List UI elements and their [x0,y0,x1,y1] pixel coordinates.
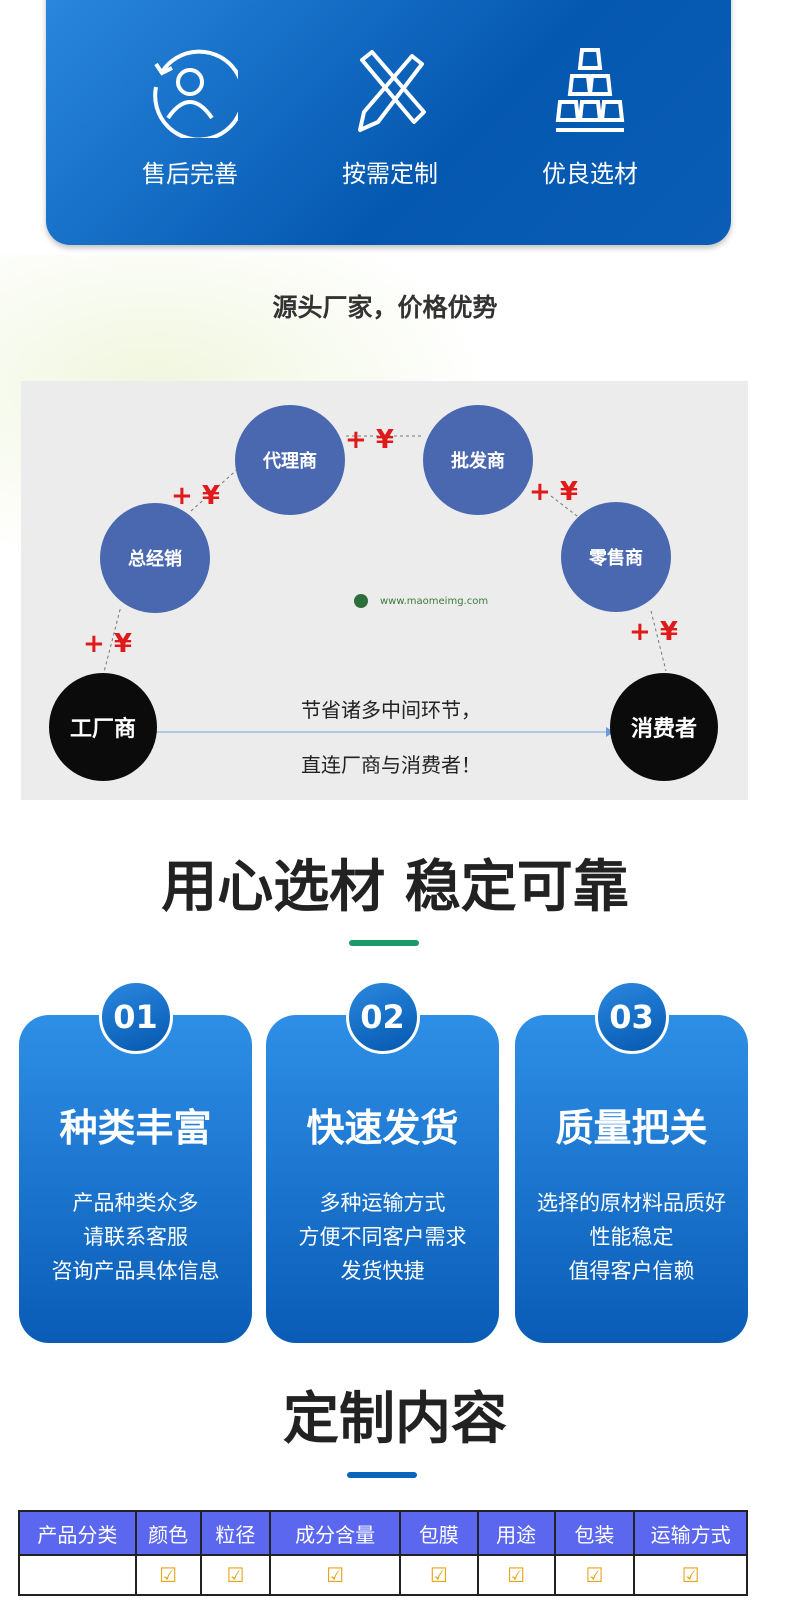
node-consumer: 消费者 [610,673,718,781]
diagram-text-1: 节省诸多中间环节， [301,698,481,722]
feature-custom: 按需定制 [310,42,470,189]
col-header: 包膜 [398,1510,479,1556]
node-agent: 代理商 [235,405,345,515]
table-cell [18,1554,137,1596]
pencil-ruler-icon [358,50,426,132]
card-title: 快速发货 [306,1106,459,1150]
node-distributor: 总经销 [100,503,210,613]
feature-card-2: 02 快速发货 多种运输方式方便不同客户需求发货快捷 [266,980,499,1343]
col-header: 产品分类 [18,1510,137,1556]
feature-card-3: 03 质量把关 选择的原材料品质好性能稳定值得客户信赖 [515,980,748,1343]
check-icon: ☑ [476,1554,556,1596]
col-header: 包装 [553,1510,636,1556]
check-icon: ☑ [633,1554,748,1596]
watermark: www.maomeimg.com [354,594,488,608]
node-factory: 工厂商 [49,673,157,781]
check-icon: ☑ [553,1554,636,1596]
node-retailer: 零售商 [561,502,671,612]
section-title-custom: 定制内容 [283,1387,507,1452]
custom-content-table: 产品分类 颜色 粒径 成分含量 包膜 用途 包装 运输方式 ☑ ☑ ☑ ☑ ☑ … [18,1510,748,1596]
number-badge: 02 [345,980,420,1054]
gold-bars-icon [555,48,625,132]
check-icon: ☑ [398,1554,479,1596]
user-cycle-icon [153,49,238,138]
watermark-logo-icon [354,594,368,608]
feature-material: 优良选材 [510,42,670,189]
supply-chain-diagram: 工厂商 总经销 代理商 批发商 零售商 消费者 + ¥ + ¥ + ¥ + ¥ … [21,381,748,800]
feature-after-sales: 售后完善 [110,42,270,189]
markup-label: + ¥ [83,629,132,659]
number-badge: 01 [98,980,173,1054]
diagram-arrows [102,435,667,737]
table-header-row: 产品分类 颜色 粒径 成分含量 包膜 用途 包装 运输方式 [18,1510,748,1556]
markup-label: + ¥ [171,481,220,511]
check-icon: ☑ [134,1554,202,1596]
section-title-materials: 用心选材 稳定可靠 [161,855,629,920]
card-title: 种类丰富 [59,1106,212,1150]
col-header: 成分含量 [269,1510,401,1556]
card-title: 质量把关 [555,1106,708,1150]
number-badge: 03 [594,980,669,1054]
features-card: 售后完善 按需定制 优良选材 [46,0,731,245]
title-underline [347,1472,417,1478]
diagram-text-2: 直连厂商与消费者！ [301,753,481,777]
col-header: 粒径 [199,1510,272,1556]
col-header: 用途 [476,1510,556,1556]
check-icon: ☑ [199,1554,272,1596]
markup-label: + ¥ [529,477,578,507]
table-row: ☑ ☑ ☑ ☑ ☑ ☑ ☑ [18,1554,748,1596]
col-header: 颜色 [134,1510,202,1556]
feature-card-1: 01 种类丰富 产品种类众多请联系客服咨询产品具体信息 [19,980,252,1343]
check-icon: ☑ [269,1554,401,1596]
node-wholesaler: 批发商 [423,405,533,515]
markup-label: + ¥ [345,425,394,455]
markup-label: + ¥ [629,617,678,647]
section-title-source: 源头厂家，价格优势 [272,293,498,322]
col-header: 运输方式 [633,1510,748,1556]
title-underline [349,940,419,946]
